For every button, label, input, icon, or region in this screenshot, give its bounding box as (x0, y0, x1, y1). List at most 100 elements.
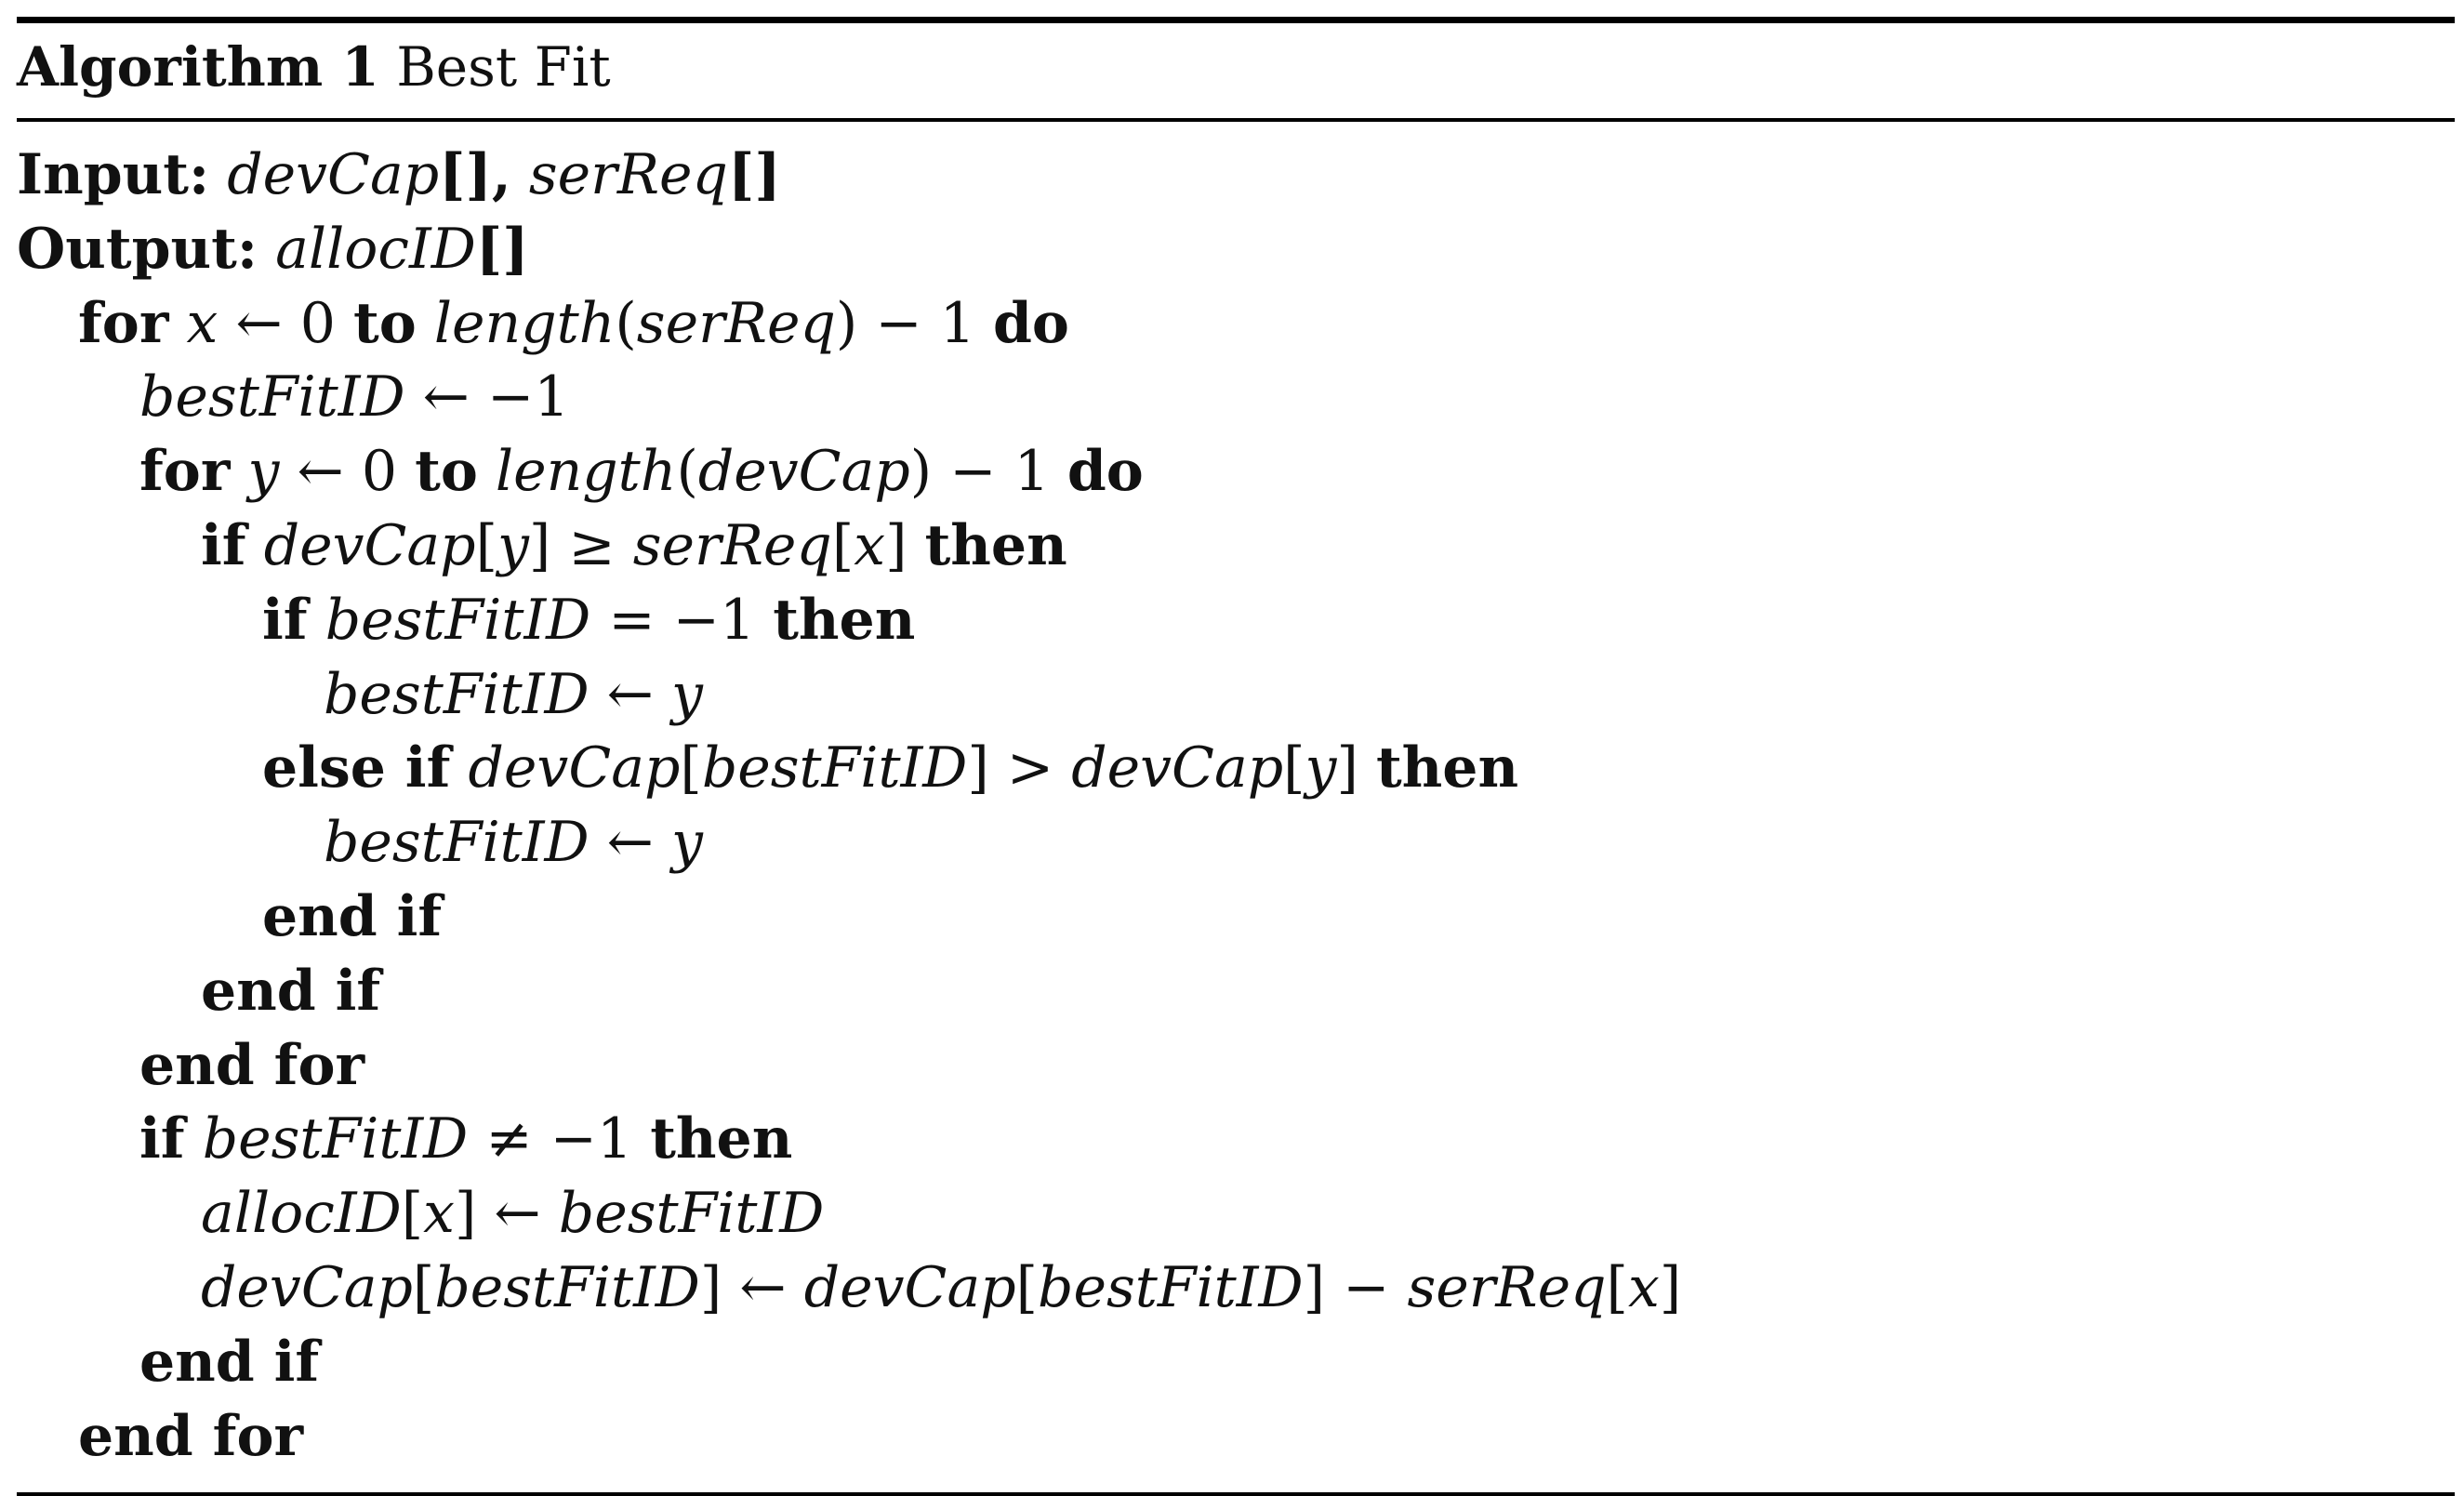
variable-token: y (670, 661, 703, 727)
variable-token: serReq (632, 512, 832, 578)
symbol-token: [ (1283, 735, 1305, 801)
keyword-token: end if (262, 883, 443, 949)
symbol-token: ] (885, 512, 925, 578)
top-rule (17, 17, 2455, 23)
keyword-token: end for (139, 1032, 365, 1098)
variable-token: y (1305, 735, 1337, 801)
algorithm-body: Input: devCap[], serReq[]Output: allocID… (17, 122, 2455, 1492)
keyword-token: to (415, 439, 478, 505)
variable-token: x (1627, 1254, 1660, 1320)
algorithm-label: Algorithm 1 (17, 35, 379, 99)
keyword-token: end if (201, 958, 381, 1024)
symbol-token (185, 1106, 203, 1172)
variable-token: bestFitID (202, 1106, 469, 1172)
algorithm-line: Input: devCap[], serReq[] (17, 139, 2455, 213)
symbol-token (450, 735, 468, 801)
symbol-token: [ (680, 735, 702, 801)
symbol-token: [ (475, 512, 498, 578)
symbol-token (209, 142, 227, 207)
variable-token: length (433, 290, 616, 356)
symbol-token: ] − (1303, 1254, 1408, 1320)
keyword-token: [] (727, 142, 781, 207)
algorithm-line: bestFitID ← y (17, 806, 2455, 880)
variable-token: bestFitID (434, 1254, 700, 1320)
symbol-token: [ (401, 1181, 424, 1247)
variable-token: devCap (803, 1254, 1016, 1320)
keyword-token: if (139, 1106, 185, 1172)
keyword-token: for (139, 439, 231, 505)
symbol-token: ] > (967, 735, 1072, 801)
variable-token: y (670, 810, 703, 876)
algorithm-block: Algorithm 1 Best Fit Input: devCap[], se… (17, 17, 2455, 1496)
symbol-token: ] ← (699, 1254, 804, 1320)
algorithm-line: bestFitID ← y (17, 658, 2455, 733)
symbol-token: ← 0 (279, 439, 416, 505)
variable-token: devCap (468, 735, 681, 801)
algorithm-line: bestFitID ← −1 (17, 361, 2455, 435)
keyword-token: do (992, 290, 1069, 356)
symbol-token: ) − 1 (835, 290, 993, 356)
keyword-token: if (201, 512, 246, 578)
algorithm-line: if bestFitID = −1 then (17, 584, 2455, 658)
variable-token: y (497, 512, 529, 578)
algorithm-line: if bestFitID ≠ −1 then (17, 1103, 2455, 1177)
keyword-token: if (262, 587, 308, 653)
keyword-token: [], (439, 142, 511, 207)
algorithm-line: devCap[bestFitID] ← devCap[bestFitID] − … (17, 1251, 2455, 1326)
symbol-token: ) − 1 (909, 439, 1067, 505)
variable-token: devCap (263, 512, 476, 578)
symbol-token: [ (831, 512, 854, 578)
variable-token: y (247, 439, 280, 505)
algorithm-line: Output: allocID[] (17, 213, 2455, 287)
variable-token: bestFitID (558, 1181, 825, 1247)
algorithm-title: Best Fit (396, 35, 611, 99)
symbol-token: [ (1015, 1254, 1039, 1320)
variable-token: length (495, 439, 677, 505)
keyword-token: then (1375, 735, 1519, 801)
variable-token: bestFitID (1038, 1254, 1304, 1320)
keyword-token: [] (475, 216, 529, 282)
keyword-token: then (773, 587, 916, 653)
symbol-token: ( (676, 439, 698, 505)
algorithm-line: if devCap[y] ≥ serReq[x] then (17, 510, 2455, 584)
algorithm-line: end if (17, 955, 2455, 1029)
algorithm-line: end for (17, 1400, 2455, 1475)
variable-token: bestFitID (324, 661, 590, 727)
variable-token: x (423, 1181, 455, 1247)
variable-token: bestFitID (139, 364, 405, 430)
symbol-token (417, 291, 434, 356)
algorithm-caption: Algorithm 1 Best Fit (17, 23, 2455, 118)
algorithm-line: else if devCap[bestFitID] > devCap[y] th… (17, 732, 2455, 806)
bottom-rule (17, 1492, 2455, 1496)
symbol-token: ] ≥ (528, 512, 633, 578)
algorithm-line: for y ← 0 to length(devCap) − 1 do (17, 435, 2455, 510)
symbol-token (511, 142, 529, 207)
caption-rule (17, 118, 2455, 122)
symbol-token: ] (1659, 1254, 1682, 1320)
keyword-token: Input: (17, 142, 210, 207)
keyword-token: else if (262, 735, 451, 801)
symbol-token (246, 513, 264, 578)
keyword-token: to (353, 290, 417, 356)
keyword-token: end if (139, 1329, 320, 1395)
keyword-token: Output: (17, 216, 258, 282)
variable-token: devCap (227, 142, 440, 207)
variable-token: devCap (1071, 735, 1284, 801)
keyword-token: do (1066, 439, 1144, 505)
variable-token: bestFitID (324, 810, 590, 876)
variable-token: allocID (201, 1181, 402, 1247)
algorithm-line: end if (17, 880, 2455, 955)
variable-token: serReq (1407, 1254, 1607, 1320)
symbol-token: ← (589, 810, 671, 876)
symbol-token (308, 588, 325, 653)
variable-token: bestFitID (701, 735, 968, 801)
symbol-token: ≠ −1 (468, 1106, 651, 1172)
symbol-token: ] ← (454, 1181, 559, 1247)
keyword-token: then (924, 512, 1067, 578)
symbol-token: ← 0 (218, 290, 354, 356)
symbol-token (478, 439, 496, 504)
keyword-token: end for (78, 1403, 304, 1469)
algorithm-line: allocID[x] ← bestFitID (17, 1177, 2455, 1251)
variable-token: allocID (275, 216, 476, 282)
keyword-token: then (650, 1106, 793, 1172)
